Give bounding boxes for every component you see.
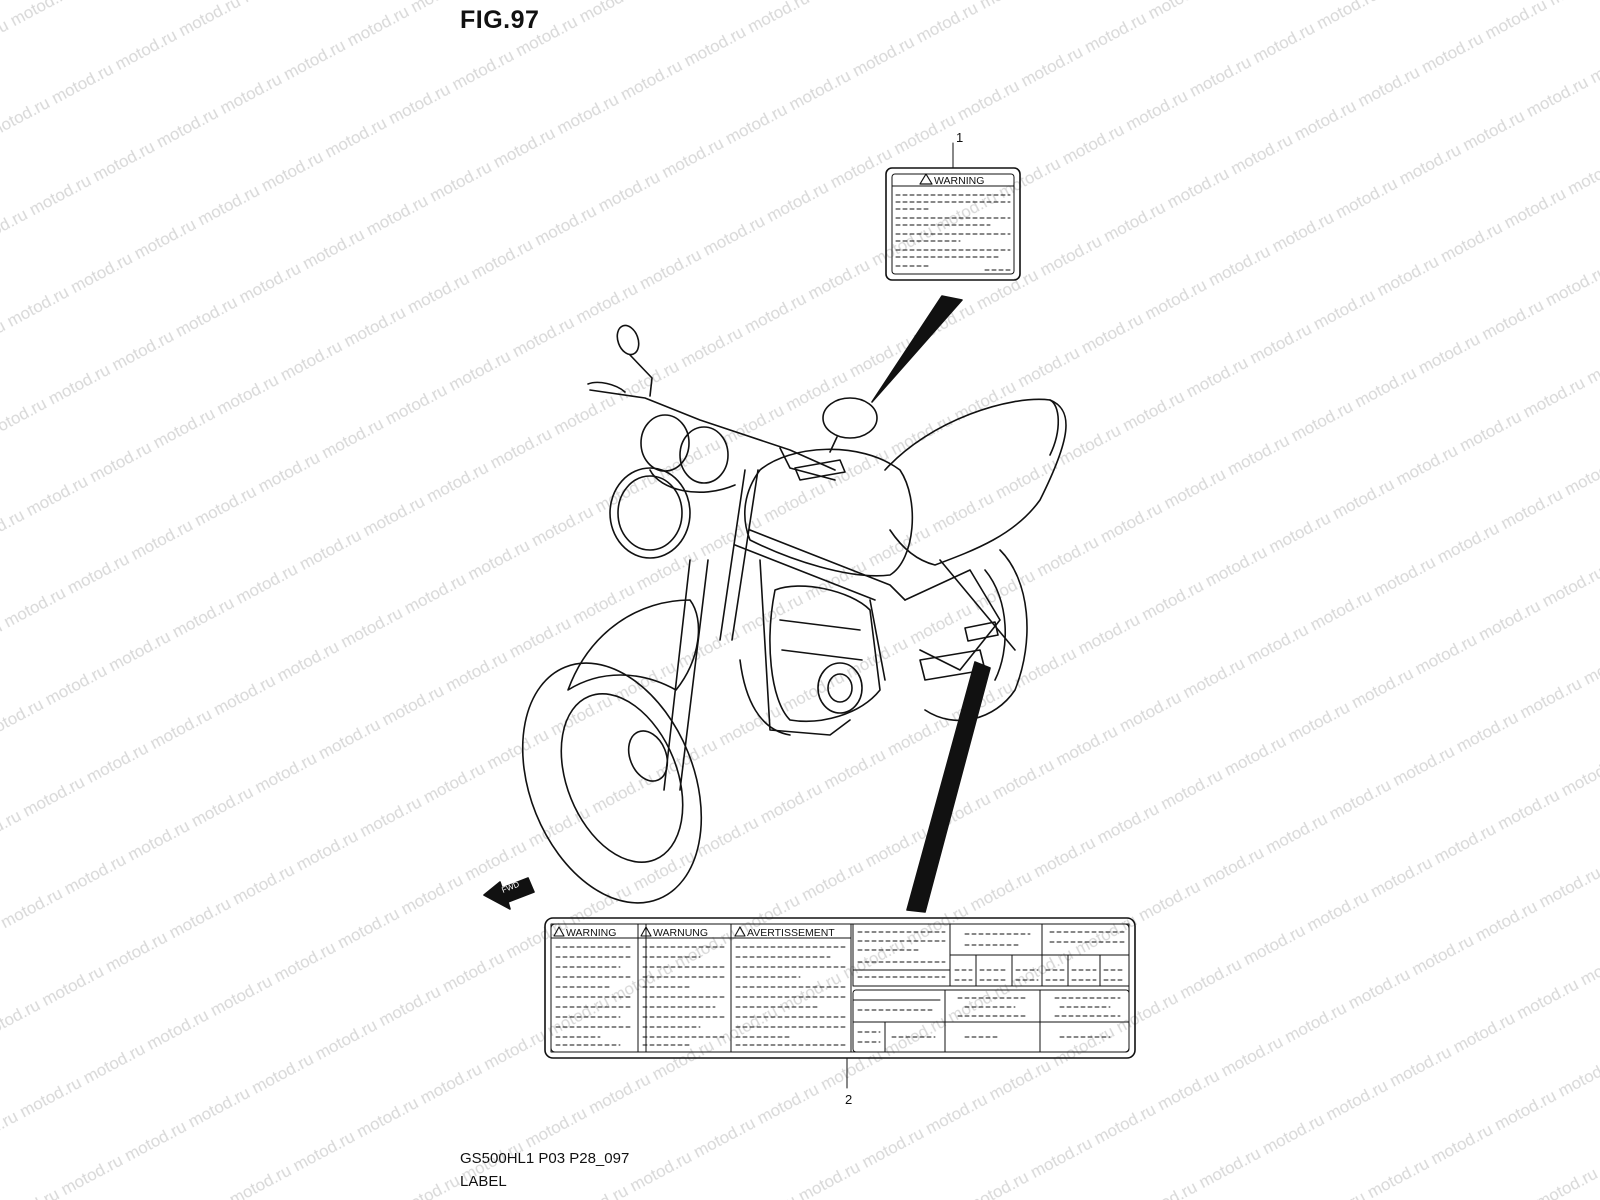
warning-triangle-icon xyxy=(640,926,652,937)
label-1-heading: WARNING xyxy=(934,175,984,187)
fwd-arrow-icon: FWD xyxy=(483,877,535,910)
motorcycle-drawing xyxy=(521,324,1067,904)
callout-number-2: 2 xyxy=(845,1092,853,1107)
warning-triangle-icon xyxy=(919,173,933,185)
warning-triangle-icon xyxy=(553,926,565,937)
callout-number-1: 1 xyxy=(956,130,964,145)
label-2-col-2-heading: WARNUNG xyxy=(653,927,708,939)
label-2-col-1-heading: WARNING xyxy=(566,927,616,939)
pointer-wedge-2 xyxy=(906,661,991,913)
warning-label-1: WARNING xyxy=(885,142,1021,281)
model-code: GS500HL1 P03 P28_097 xyxy=(460,1150,630,1167)
label-2-col-3-heading: AVERTISSEMENT xyxy=(747,927,835,939)
section-label: LABEL xyxy=(460,1173,507,1190)
figure-title: FIG.97 xyxy=(460,6,540,34)
pointer-wedge-1 xyxy=(871,295,963,403)
warning-label-2: WARNING WARNUNG AVERTISSEMENT xyxy=(544,917,1136,1089)
warning-triangle-icon xyxy=(734,926,746,937)
